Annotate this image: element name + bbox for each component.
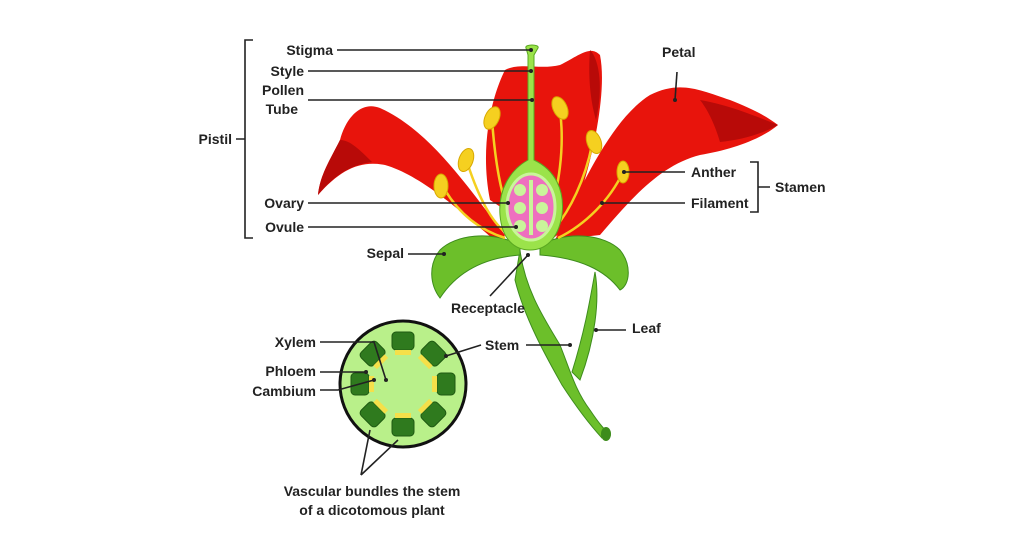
label-leaf: Leaf xyxy=(632,320,661,336)
stem-cross-section xyxy=(338,319,468,449)
label-stem: Stem xyxy=(485,337,519,353)
label-sepal: Sepal xyxy=(367,245,404,261)
label-filament: Filament xyxy=(691,195,749,211)
label-receptacle: Receptacle xyxy=(451,300,525,316)
sepal-left xyxy=(431,235,521,299)
label-ovule: Ovule xyxy=(265,219,304,235)
petal-left-shade xyxy=(318,140,372,195)
caption-line-1: Vascular bundles the stem xyxy=(284,483,461,499)
petal-back-shade xyxy=(589,50,600,120)
stem-cut xyxy=(601,427,611,441)
label-pistil: Pistil xyxy=(199,131,232,147)
sepal-right xyxy=(539,235,629,291)
label-ovary: Ovary xyxy=(264,195,304,211)
label-cambium: Cambium xyxy=(252,383,316,399)
leader-lines xyxy=(236,39,770,476)
label-anther: Anther xyxy=(691,164,737,180)
label-xylem: Xylem xyxy=(275,334,316,350)
label-style: Style xyxy=(271,63,305,79)
label-pollen-tube-1: Pollen xyxy=(262,82,304,98)
caption-line-2: of a dicotomous plant xyxy=(299,502,445,518)
leaf-shape xyxy=(571,271,598,381)
label-petal: Petal xyxy=(662,44,695,60)
ovules xyxy=(514,180,548,235)
label-phloem: Phloem xyxy=(265,363,316,379)
petal-right-shade xyxy=(700,100,778,142)
labels: Stigma Style Pollen Tube Pistil Ovary Ov… xyxy=(199,42,826,518)
label-stamen: Stamen xyxy=(775,179,826,195)
label-stigma: Stigma xyxy=(286,42,333,58)
label-pollen-tube-2: Tube xyxy=(266,101,299,117)
petal-left xyxy=(318,106,505,245)
